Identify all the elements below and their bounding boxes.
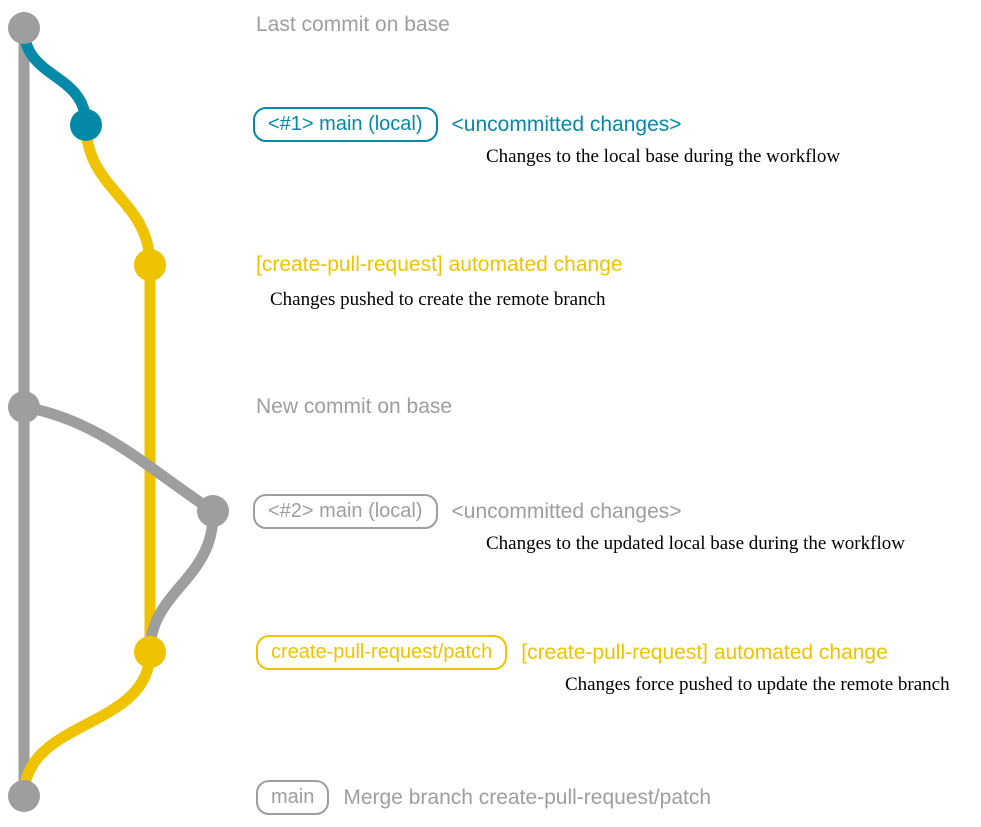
commit-node-n3[interactable] (134, 249, 166, 281)
commit-node-n7[interactable] (8, 780, 40, 812)
edge-base-n4-n5 (18, 401, 219, 517)
commit-row-n5: <#2> main (local) <uncommitted changes> (253, 494, 682, 529)
edge-base-n5-n6 (144, 505, 219, 658)
commit-node-n4[interactable] (8, 391, 40, 423)
commit-row-n1: Last commit on base (256, 13, 450, 37)
commit-row-n3: [create-pull-request] automated change (256, 253, 623, 277)
commit-row-n7: main Merge branch create-pull-request/pa… (256, 780, 711, 815)
commit-description-n2: Changes to the local base during the wor… (486, 146, 841, 167)
branch-badge-main-local-2[interactable]: <#2> main (local) (253, 494, 438, 529)
commit-subject-n3: [create-pull-request] automated change (256, 253, 623, 276)
commit-node-n2[interactable] (70, 109, 102, 141)
commit-description-n6: Changes force pushed to update the remot… (565, 674, 950, 695)
commit-row-n4: New commit on base (256, 395, 452, 419)
commit-subject-n1: Last commit on base (256, 13, 450, 36)
commit-description-n5: Changes to the updated local base during… (486, 533, 905, 554)
commit-node-n5[interactable] (197, 495, 229, 527)
commit-subject-n6: [create-pull-request] automated change (521, 640, 888, 664)
edge-patch-n6-n7 (18, 646, 156, 802)
commit-subject-n4: New commit on base (256, 395, 453, 418)
branch-badge-create-pull-request-patch[interactable]: create-pull-request/patch (256, 635, 508, 670)
commit-node-n1[interactable] (8, 12, 40, 44)
edge-patch-n2-n3 (80, 119, 156, 271)
commit-subject-n7: Merge branch create-pull-request/patch (343, 785, 712, 809)
commit-node-n6[interactable] (134, 636, 166, 668)
branch-badge-main-local-1[interactable]: <#1> main (local) (253, 107, 438, 142)
commit-row-n2: <#1> main (local) <uncommitted changes> (253, 107, 682, 142)
commit-row-n6: create-pull-request/patch [create-pull-r… (256, 635, 888, 670)
commit-description-n3: Changes pushed to create the remote bran… (270, 289, 606, 310)
commit-subject-n2: <uncommitted changes> (451, 112, 682, 136)
branch-badge-main[interactable]: main (256, 780, 330, 815)
commit-subject-n5: <uncommitted changes> (451, 499, 682, 523)
